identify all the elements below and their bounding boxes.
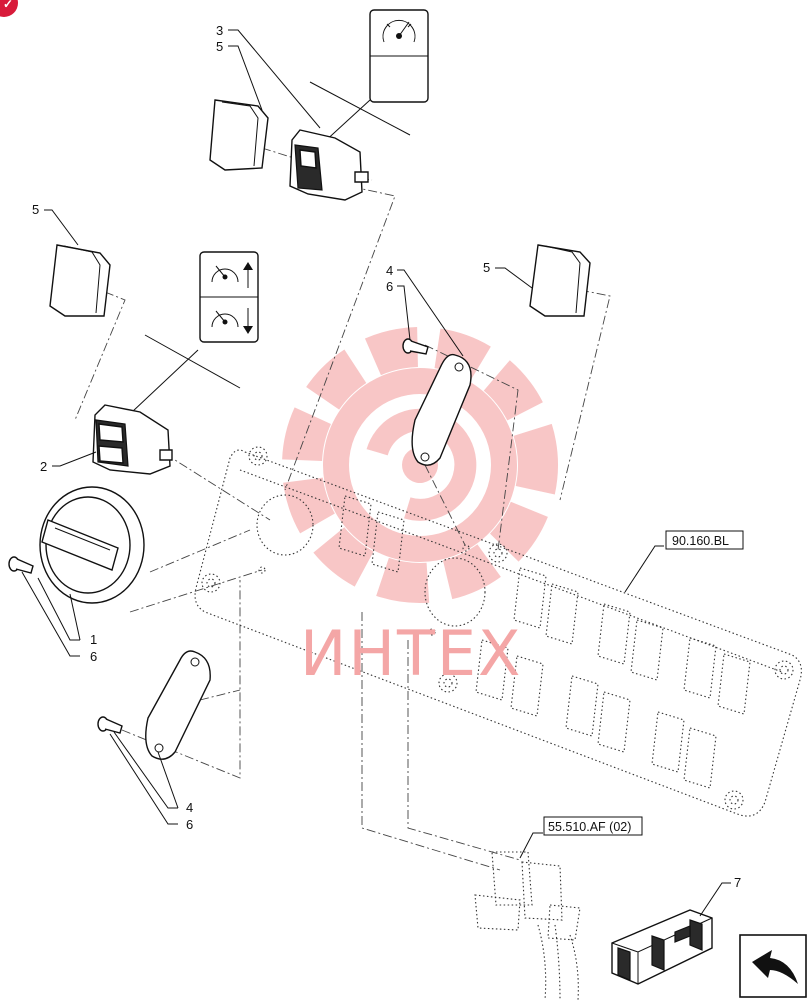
switch-cover-part-5-top[interactable] bbox=[209, 99, 269, 171]
panel-cutout bbox=[513, 567, 547, 629]
callout-5-left: 5 bbox=[32, 202, 39, 217]
callout-5-top: 5 bbox=[216, 39, 223, 54]
screw-part-6-c[interactable] bbox=[97, 716, 123, 734]
rocker-switch-part-3[interactable] bbox=[289, 129, 369, 201]
callout-2: 2 bbox=[40, 459, 47, 474]
reference-box-panel[interactable]: 90.160.BL bbox=[665, 530, 744, 550]
rocker-switch-part-2[interactable] bbox=[92, 404, 173, 475]
gauge-arrow-up-icon bbox=[211, 262, 253, 288]
callout-6-lower: 6 bbox=[186, 817, 193, 832]
switch-symbol-plate-single bbox=[369, 9, 429, 103]
blanking-plate-part-4-upper[interactable] bbox=[411, 353, 472, 466]
rotary-knob-part-1[interactable] bbox=[39, 486, 145, 604]
callout-6-middle: 6 bbox=[90, 649, 97, 664]
panel-cutout bbox=[597, 691, 631, 753]
gauge-arrow-down-icon bbox=[211, 308, 253, 334]
callout-6-upper: 6 bbox=[386, 279, 393, 294]
panel-cutout bbox=[683, 637, 717, 699]
reference-panel-label: 90.160.BL bbox=[672, 534, 729, 548]
panel-cutout bbox=[510, 655, 544, 717]
callout-5-right: 5 bbox=[483, 260, 490, 275]
reference-box-harness[interactable]: 55.510.AF (02) bbox=[543, 816, 643, 836]
panel-cutout bbox=[338, 495, 372, 557]
watermark-gear-icon bbox=[282, 327, 558, 603]
switch-symbol-plate-double bbox=[199, 251, 259, 343]
switch-cover-part-5-right[interactable] bbox=[529, 244, 591, 317]
reference-harness-label: 55.510.AF (02) bbox=[548, 820, 631, 834]
panel-cutout bbox=[683, 727, 717, 789]
svg-text:✓: ✓ bbox=[3, 0, 13, 11]
switch-cover-part-5-left[interactable] bbox=[49, 244, 111, 317]
screw-part-6-a[interactable] bbox=[402, 338, 429, 355]
screw-part-6-b[interactable] bbox=[8, 556, 34, 574]
panel-cutout bbox=[545, 583, 579, 645]
callout-4-lower: 4 bbox=[186, 800, 193, 815]
previous-page-arrow-icon[interactable] bbox=[739, 934, 807, 998]
switch-panel[interactable] bbox=[194, 446, 802, 817]
callout-leaders bbox=[21, 29, 731, 917]
panel-cutout bbox=[597, 603, 631, 665]
blanking-plate-part-4-lower[interactable] bbox=[145, 650, 211, 760]
wiring-harness-connectors[interactable] bbox=[474, 851, 581, 1000]
panel-cutout bbox=[565, 675, 599, 737]
callout-4-upper: 4 bbox=[386, 263, 393, 278]
panel-cutout bbox=[630, 619, 664, 681]
callout-7: 7 bbox=[734, 875, 741, 890]
watermark-text: ИНТЕХ bbox=[300, 617, 523, 690]
panel-cutout bbox=[717, 653, 751, 715]
parts-kit-box-icon bbox=[611, 909, 713, 985]
panel-cutout bbox=[371, 511, 405, 573]
callout-3: 3 bbox=[216, 23, 223, 38]
callout-1: 1 bbox=[90, 632, 97, 647]
panel-cutout bbox=[475, 639, 509, 701]
gauge-dial-icon bbox=[382, 20, 416, 43]
red-corner-badge-icon: ✓ bbox=[0, 0, 18, 17]
panel-cutout bbox=[651, 711, 685, 773]
